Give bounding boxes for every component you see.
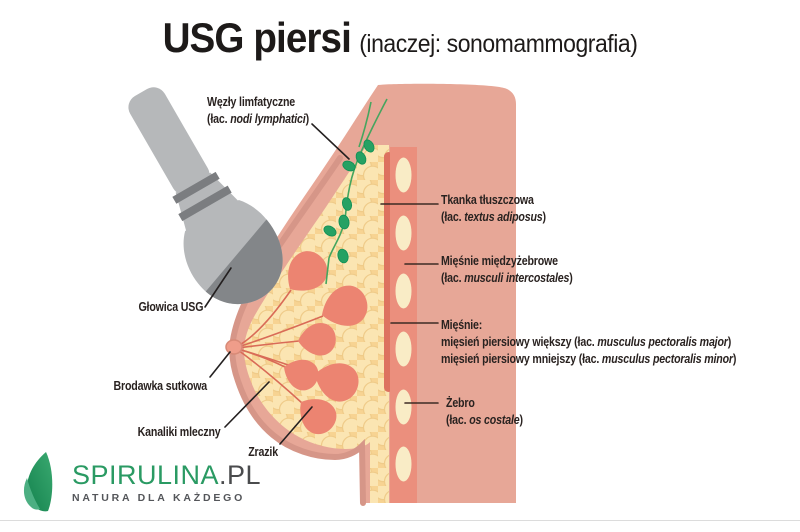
lymph-node <box>363 139 375 153</box>
leaf-icon <box>23 452 53 512</box>
probe-handle <box>128 87 210 195</box>
label-rib-name: Żebro <box>446 396 475 410</box>
rib-oval <box>395 331 412 367</box>
latin-term: musculi intercostales <box>464 271 570 285</box>
label-lobule: Zrazik <box>248 444 278 461</box>
label-probe-name: Głowica USG <box>138 300 203 314</box>
probe-band <box>172 171 220 204</box>
label-lymph-latin: (łac. nodi lymphatici) <box>207 111 309 128</box>
label-nipple: Brodawka sutkowa <box>113 378 207 395</box>
label-ducts-name: Kanaliki mleczny <box>138 425 221 439</box>
bottom-divider <box>0 520 800 521</box>
page-title: USG piersi (inaczej: sonomammografia) <box>32 14 768 62</box>
lymph-node <box>323 225 337 237</box>
lymph-node <box>337 248 349 264</box>
lymphatic-system <box>323 98 388 285</box>
duct-line <box>237 349 303 404</box>
latin-suffix: ) <box>727 335 732 349</box>
latin-suffix: ) <box>732 352 737 366</box>
ultrasound-probe <box>128 87 301 323</box>
label-probe: Głowica USG <box>138 299 203 316</box>
pointer-lymph <box>311 123 350 160</box>
label-rib-latin: (łac. os costale) <box>446 412 523 429</box>
pointer-lines <box>204 123 439 445</box>
lymph-node <box>355 151 367 165</box>
logo-brand: SPIRULINA <box>72 460 220 490</box>
latin-prefix: (łac. <box>446 413 470 427</box>
leaf-small <box>23 478 40 510</box>
pointer-ducts <box>224 381 270 428</box>
label-lymph-name: Węzły limfatyczne <box>207 95 296 109</box>
label-milk-ducts: Kanaliki mleczny <box>138 424 221 441</box>
pointer-lobule <box>279 406 313 445</box>
ribs <box>395 157 412 482</box>
rib-oval <box>395 446 412 482</box>
nipple-shape <box>225 339 243 355</box>
lymph-node <box>341 197 353 211</box>
latin-suffix: ) <box>569 271 573 285</box>
label-rib: Żebro (łac. os costale) <box>446 395 523 429</box>
label-muscle-minor: mięsień piersiowy mniejszy (łac. musculu… <box>441 351 736 368</box>
latin-term: musculus pectoralis minor <box>601 352 733 366</box>
latin-suffix: ) <box>542 210 547 224</box>
title-sub: (inaczej: sonomammografia) <box>359 30 638 58</box>
label-intercostal-latin: (łac. musculi intercostales) <box>441 270 573 287</box>
duct-line <box>237 289 292 347</box>
label-muscle-major: mięsień piersiowy większy (łac. musculus… <box>441 334 736 351</box>
label-muscles: Mięśnie: mięsień piersiowy większy (łac.… <box>441 317 736 368</box>
lymph-vessel-branch <box>358 101 372 148</box>
pointer-probe <box>204 267 232 308</box>
label-fat: Tkanka tłuszczowa (łac. textus adiposus) <box>441 192 546 226</box>
logo-tagline: NATURA DLA KAŻDEGO <box>72 492 246 504</box>
rib-oval <box>395 273 412 309</box>
label-intercostal-name: Mięśnie międzyżebrowe <box>441 254 558 268</box>
rib-oval <box>395 215 412 251</box>
duct-line <box>237 340 300 349</box>
label-lymph-nodes: Węzły limfatyczne (łac. nodi lymphatici) <box>207 94 309 128</box>
rib-oval <box>395 157 412 193</box>
duct-line <box>237 315 324 348</box>
latin-prefix: (łac. <box>207 112 231 126</box>
title-main: USG piersi <box>162 14 352 61</box>
pointer-nipple <box>209 351 231 378</box>
label-fat-latin: (łac. textus adiposus) <box>441 209 546 226</box>
lymph-vessel <box>325 98 388 285</box>
logo-text: SPIRULINA.PL NATURA DLA KAŻDEGO <box>72 460 261 504</box>
latin-suffix: ) <box>519 413 523 427</box>
probe-scan-face <box>203 217 301 323</box>
label-fat-name: Tkanka tłuszczowa <box>441 193 534 207</box>
latin-term: os costale <box>469 413 520 427</box>
label-lobule-name: Zrazik <box>248 445 278 459</box>
intercostal-band <box>390 147 417 503</box>
rib-oval <box>395 389 412 425</box>
latin-prefix: (łac. <box>441 271 465 285</box>
muscle-minor-text: mięsień piersiowy mniejszy (łac. <box>441 352 602 366</box>
label-nipple-name: Brodawka sutkowa <box>113 379 207 393</box>
label-intercostal: Mięśnie międzyżebrowe (łac. musculi inte… <box>441 253 573 287</box>
latin-suffix: ) <box>305 112 310 126</box>
logo-tld: .PL <box>219 460 262 490</box>
lymph-node <box>338 214 350 230</box>
lymph-node <box>342 160 356 172</box>
latin-prefix: (łac. <box>441 210 465 224</box>
latin-term: textus adiposus <box>464 210 543 224</box>
muscle-major-text: mięsień piersiowy większy (łac. <box>441 335 598 349</box>
logo-wordmark: SPIRULINA.PL <box>72 460 261 490</box>
latin-term: musculus pectoralis major <box>597 335 728 349</box>
spirulina-logo[interactable]: SPIRULINA.PL NATURA DLA KAŻDEGO <box>20 451 261 513</box>
label-muscles-name: Mięśnie: <box>441 318 483 332</box>
latin-term: nodi lymphatici <box>230 112 306 126</box>
probe-band <box>178 185 232 222</box>
